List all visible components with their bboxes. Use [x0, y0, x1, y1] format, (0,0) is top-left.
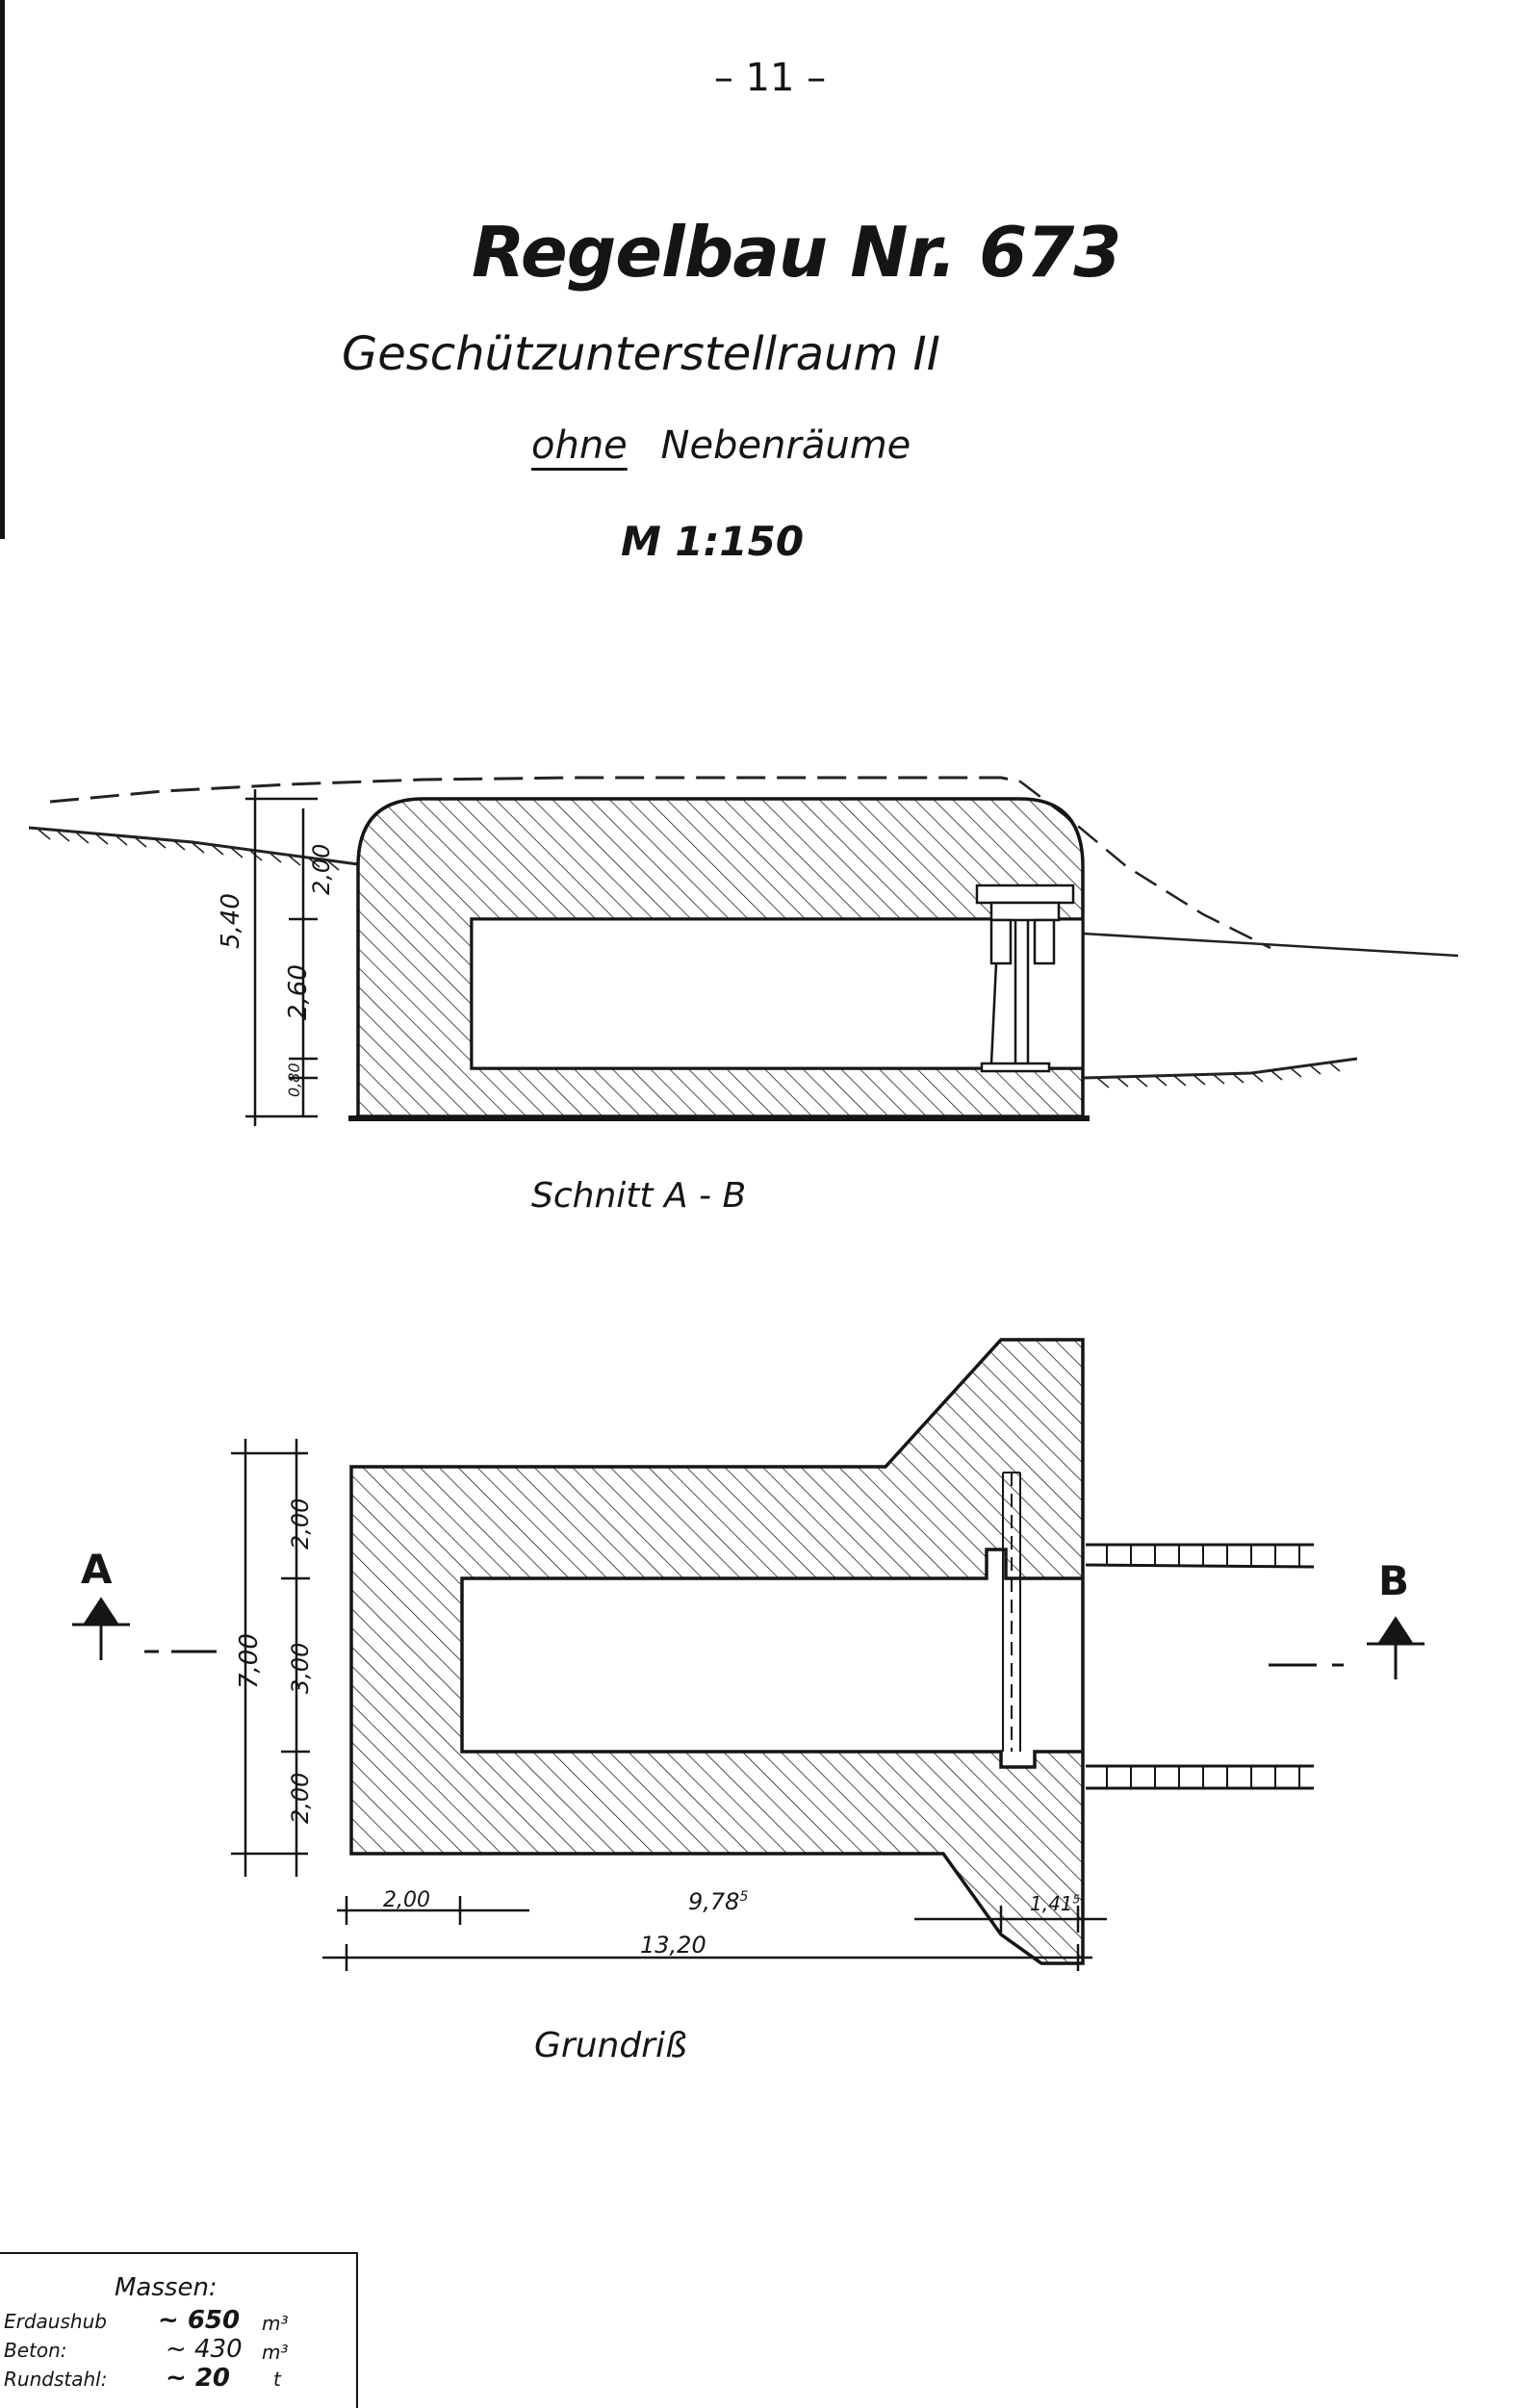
plan-dim-front: 1,415: [1030, 1892, 1080, 1915]
massen-unit-erdaushub: m³: [262, 2312, 289, 2335]
plan-dim-inner-length-sup: 5: [739, 1889, 749, 1905]
plan-dim-inner-length: 9,785: [688, 1888, 748, 1915]
plan-horizontal-dimensions: [322, 1896, 1107, 1971]
massen-value-erdaushub: ~ 650: [158, 2306, 241, 2335]
plan-concrete-body: [349, 1338, 1085, 1965]
section-dim-room-height: 2,60: [284, 964, 313, 1020]
plan-vertical-dimensions: [231, 1439, 310, 1877]
massen-heading: Massen:: [115, 2273, 218, 2302]
section-dim-roof: 2,00: [308, 843, 335, 895]
drawing-subtitle: Geschützunterstellraum II: [342, 327, 940, 381]
plan-dim-total-width: 7,00: [235, 1633, 264, 1689]
plan-dim-front-sup: 5: [1072, 1892, 1081, 1907]
drawing-subtitle-2: ohne Nebenräume: [531, 423, 911, 468]
page-margin-line: [0, 0, 5, 539]
section-dim-floor: 0,80: [285, 1063, 303, 1097]
section-gate-detail: [975, 884, 1075, 1073]
plan-approach-wall-ticks: [1106, 1545, 1300, 1788]
section-view: [28, 776, 1459, 1126]
drawing-title: Regelbau Nr. 673: [472, 212, 1121, 293]
plan-view: [72, 1338, 1424, 1971]
plan-gate-slot: [1002, 1472, 1021, 1752]
ground-hatch-right: [1096, 1061, 1341, 1089]
subtitle-rest: Nebenräume: [660, 423, 911, 468]
section-mark-a-label: A: [81, 1546, 113, 1593]
ground-line-right-upper: [1082, 932, 1459, 958]
section-dimension-chain: [245, 789, 318, 1126]
section-marker-b: [1269, 1616, 1424, 1679]
massen-table: Massen: Erdaushub ~ 650 m³ Beton: ~ 430 …: [0, 2252, 358, 2408]
massen-label-erdaushub: Erdaushub: [4, 2310, 107, 2333]
plan-dim-wall-top: 2,00: [287, 1498, 314, 1550]
massen-value-beton: ~ 430: [166, 2335, 243, 2364]
massen-value-rundstahl: ~ 20: [166, 2364, 231, 2393]
massen-label-beton: Beton:: [4, 2339, 67, 2362]
section-marker-a: [72, 1597, 217, 1660]
massen-unit-beton: m³: [262, 2341, 289, 2364]
massen-label-rundstahl: Rundstahl:: [4, 2368, 108, 2391]
drawing-scale: M 1:150: [621, 518, 805, 565]
plan-caption: Grundriß: [534, 2026, 687, 2065]
plan-dim-total-length: 13,20: [640, 1932, 706, 1959]
earth-cover-line: [49, 776, 1021, 804]
section-mark-b-label: B: [1378, 1557, 1410, 1604]
plan-dim-inner-length-value: 9,78: [688, 1888, 740, 1915]
section-caption: Schnitt A - B: [531, 1176, 747, 1216]
massen-unit-rundstahl: t: [273, 2368, 281, 2391]
plan-dim-room-width: 3,00: [287, 1642, 314, 1694]
section-dim-total-height: 5,40: [217, 893, 245, 949]
section-interior-room: [470, 917, 1085, 1070]
plan-dim-front-value: 1,41: [1030, 1892, 1073, 1915]
plan-dim-back-wall: 2,00: [383, 1888, 430, 1912]
plan-dim-wall-bottom: 2,00: [287, 1772, 314, 1824]
ground-line-right-lower: [1082, 1057, 1358, 1080]
subtitle-underlined-word: ohne: [531, 423, 628, 468]
ground-hatch-left: [38, 829, 340, 871]
page-number: – 11 –: [713, 56, 827, 100]
